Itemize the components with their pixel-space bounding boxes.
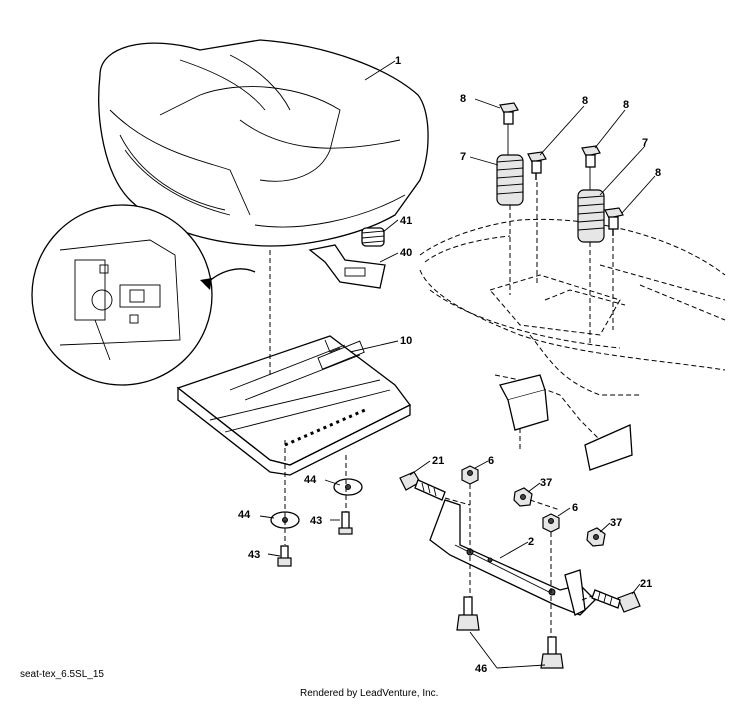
callout-8-d: 8 <box>655 167 661 179</box>
callout-8-b: 8 <box>582 95 588 107</box>
callout-21-b: 21 <box>640 578 652 590</box>
bolt-43-left <box>277 545 292 567</box>
callout-44-b: 44 <box>238 509 251 521</box>
bolt-43-right <box>338 511 353 535</box>
callout-40: 40 <box>400 247 412 259</box>
callout-10: 10 <box>400 335 412 347</box>
spring-7-left <box>496 154 524 206</box>
callout-2: 2 <box>528 536 534 548</box>
leader-lines <box>259 60 656 669</box>
callout-41: 41 <box>400 215 412 227</box>
bolt-21-left <box>399 471 446 501</box>
callout-43-b: 43 <box>248 549 260 561</box>
nut-6-b <box>542 513 560 533</box>
bolt-21-right <box>591 589 641 613</box>
pivot-bracket-2 <box>429 499 596 616</box>
washer-44-right <box>333 478 363 496</box>
callout-7-b: 7 <box>642 137 648 149</box>
bolt-8-b <box>527 151 547 180</box>
bolt-8-c <box>581 145 601 190</box>
callout-6-a: 6 <box>488 455 494 467</box>
nut-6-a <box>461 465 479 485</box>
bolt-46-left <box>456 596 480 631</box>
spring-7-right <box>577 189 605 243</box>
clip-40 <box>308 244 386 289</box>
callout-43-a: 43 <box>310 515 322 527</box>
callout-46: 46 <box>475 663 487 675</box>
callout-7-a: 7 <box>460 151 466 163</box>
spring-41 <box>361 227 385 247</box>
nut-37-b <box>586 527 606 547</box>
callout-21-a: 21 <box>432 455 444 467</box>
callout-44-a: 44 <box>304 474 317 486</box>
frame-outline <box>419 218 726 450</box>
bracket-upper <box>499 374 633 471</box>
nut-37-a <box>513 487 533 507</box>
bolt-8-d <box>604 207 624 236</box>
inset-detail <box>31 204 256 386</box>
seat <box>98 39 429 247</box>
seat-pan-slots <box>284 408 366 447</box>
diagram-code: seat-tex_6.5SL_15 <box>20 669 104 680</box>
seat-pan <box>176 335 411 476</box>
callouts: 1 8 8 8 7 7 8 41 40 10 21 6 37 6 37 2 21… <box>238 55 661 675</box>
bolt-46-right <box>540 636 564 669</box>
callout-37-a: 37 <box>540 477 552 489</box>
footer-credit: Rendered by LeadVenture, Inc. <box>300 688 438 699</box>
callout-8-a: 8 <box>460 93 466 105</box>
callout-6-b: 6 <box>572 502 578 514</box>
bolt-8-a <box>499 102 519 155</box>
callout-8-c: 8 <box>623 99 629 111</box>
callout-37-b: 37 <box>610 517 622 529</box>
callout-1: 1 <box>395 55 401 67</box>
